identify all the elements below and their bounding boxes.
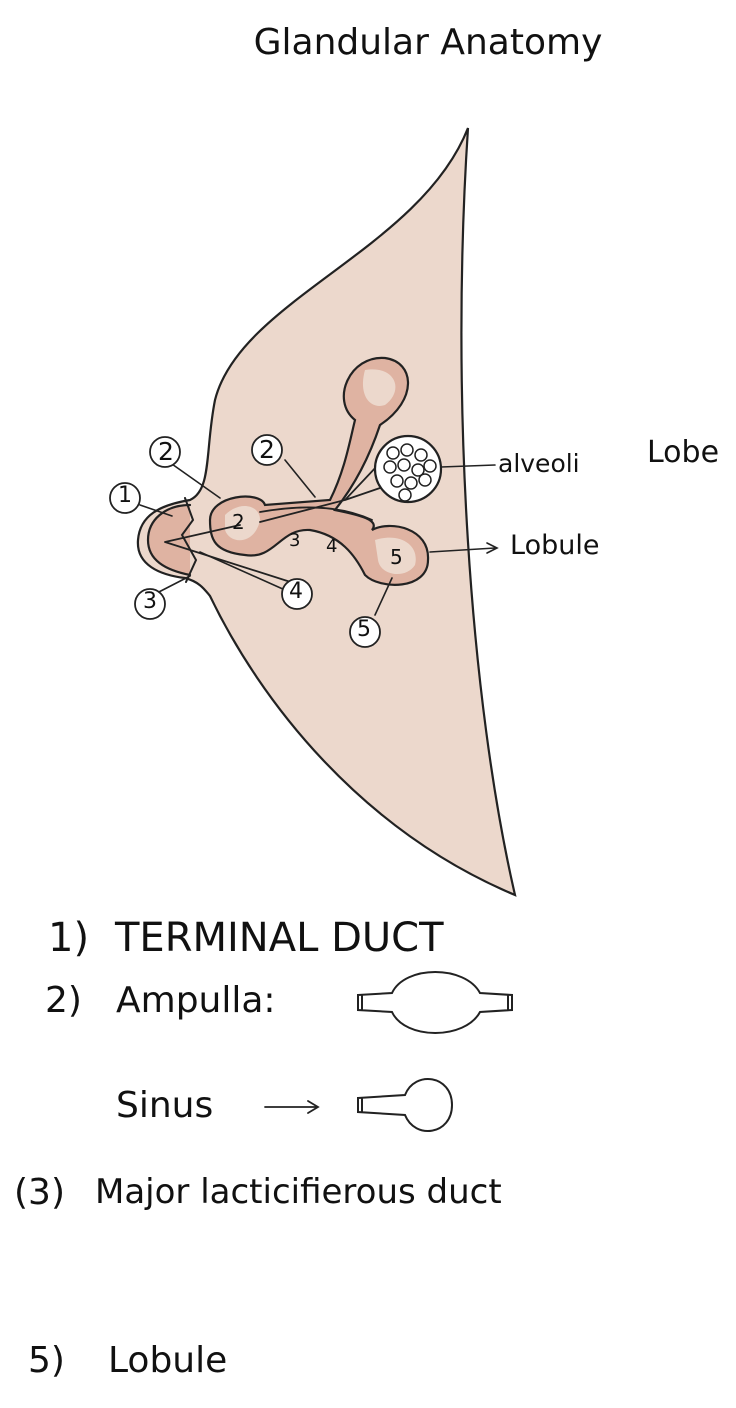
legend-text-3: Major lacticifierous duct (95, 1172, 502, 1212)
inner-number-3: 3 (289, 530, 301, 551)
alveoli (383, 443, 437, 502)
legend-text-1: TERMINAL DUCT (115, 915, 444, 961)
callout-3: 3 (143, 589, 157, 614)
diagram-title: Glandular Anatomy (253, 22, 603, 63)
callout-circles (109, 434, 381, 648)
inner-number-4: 4 (326, 536, 338, 557)
inner-number-2: 2 (232, 510, 245, 534)
nipple (146, 503, 192, 577)
label-alveoli: alveoli (498, 449, 580, 478)
leader-lines (139, 456, 496, 616)
ampulla-icon (357, 971, 513, 1034)
sinus-arrow (264, 1100, 320, 1114)
sinus-icon (357, 1078, 454, 1132)
callout-5: 5 (357, 617, 371, 642)
legend-num-1: 1) (48, 915, 90, 961)
label-lobe: Lobe (647, 435, 720, 470)
callout-2b: 2 (259, 435, 275, 464)
callout-1: 1 (118, 483, 132, 508)
legend-num-3: (3) (14, 1172, 65, 1213)
ampulla (208, 356, 430, 586)
legend-num-5: 5) (28, 1340, 65, 1381)
callout-4: 4 (289, 579, 303, 604)
legend-text-2: Ampulla: (116, 980, 276, 1021)
duct-lines (164, 464, 381, 586)
terminal-duct (180, 497, 198, 583)
legend-text-5: Lobule (108, 1340, 228, 1381)
inner-number-5: 5 (390, 545, 403, 569)
legend-num-2: 2) (45, 980, 82, 1021)
label-lobule: Lobule (510, 530, 600, 561)
legend-text-sinus: Sinus (116, 1085, 214, 1126)
lobule-arrow (429, 542, 499, 554)
callout-2a: 2 (158, 437, 174, 466)
